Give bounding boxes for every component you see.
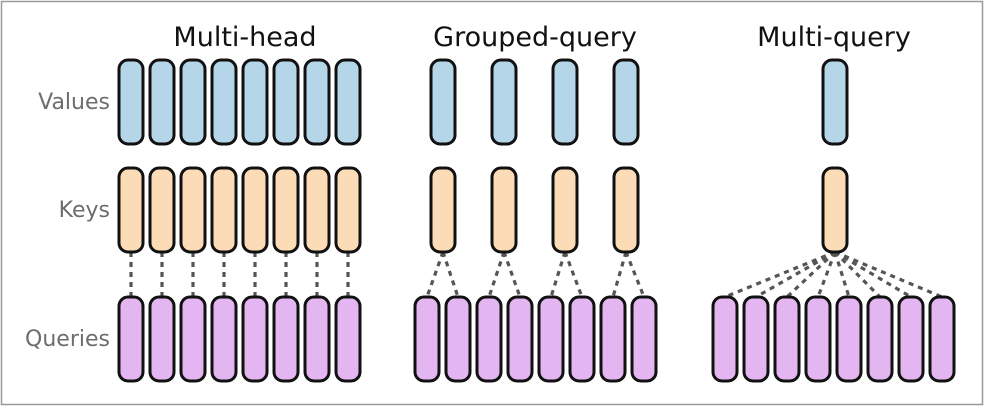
multi-head-key-head: [241, 166, 269, 254]
grouped-query-value-head: [429, 58, 457, 146]
grouped-query-key-head: [429, 166, 457, 254]
multi-head-value-head: [148, 58, 176, 146]
multi-head-key-head: [272, 166, 300, 254]
grouped-query-dashed-link: [549, 251, 567, 298]
multi-query-value-head: [821, 58, 849, 146]
grouped-query-query-head: [475, 295, 503, 383]
grouped-query-dashed-link: [563, 251, 584, 298]
multi-query-dashed-link: [816, 251, 837, 298]
grouped-query-query-head: [599, 295, 627, 383]
multi-query-query-head: [773, 295, 801, 383]
multi-head-key-head: [117, 166, 145, 254]
multi-head-key-head: [334, 166, 362, 254]
grouped-query-dashed-link: [624, 251, 646, 298]
multi-head-key-head: [210, 166, 238, 254]
multi-query-query-head: [742, 295, 770, 383]
multi-query-query-head: [928, 295, 956, 383]
multi-query-key-head: [821, 166, 849, 254]
multi-head-query-head: [148, 295, 176, 383]
multi-query-dashed-link: [833, 251, 851, 298]
multi-head-query-head: [117, 295, 145, 383]
grouped-query-query-head: [506, 295, 534, 383]
multi-head-query-head: [303, 295, 331, 383]
multi-query-query-head: [711, 295, 739, 383]
grouped-query-query-head: [444, 295, 472, 383]
grouped-query-key-head: [551, 166, 579, 254]
title-multi-head: Multi-head: [173, 22, 316, 53]
multi-head-value-head: [179, 58, 207, 146]
grouped-query-key-head: [612, 166, 640, 254]
multi-query-query-head: [804, 295, 832, 383]
grouped-query-dashed-link: [502, 251, 522, 298]
multi-head-value-head: [117, 58, 145, 146]
grouped-query-dashed-link: [441, 251, 460, 298]
grouped-query-dashed-link: [425, 251, 445, 298]
multi-head-value-head: [334, 58, 362, 146]
title-grouped-query: Grouped-query: [433, 22, 637, 53]
grouped-query-query-head: [568, 295, 596, 383]
multi-head-query-head: [241, 295, 269, 383]
multi-head-query-head: [210, 295, 238, 383]
grouped-query-query-head: [630, 295, 658, 383]
grouped-query-value-head: [490, 58, 518, 146]
multi-query-dashed-link: [833, 250, 882, 299]
multi-head-query-head: [334, 295, 362, 383]
title-multi-query: Multi-query: [757, 22, 911, 53]
multi-head-value-head: [241, 58, 269, 146]
multi-head-value-head: [272, 58, 300, 146]
dashed-links: [129, 250, 943, 299]
multi-head-value-head: [303, 58, 331, 146]
multi-head-value-head: [210, 58, 238, 146]
grouped-query-key-head: [490, 166, 518, 254]
row-label-queries: Queries: [25, 327, 110, 352]
grouped-query-value-head: [612, 58, 640, 146]
row-label-values: Values: [38, 90, 110, 115]
multi-query-dashed-link: [834, 250, 912, 299]
multi-head-key-head: [179, 166, 207, 254]
multi-query-dashed-link: [785, 250, 837, 299]
grouped-query-dashed-link: [611, 251, 628, 298]
grouped-query-dashed-link: [487, 251, 506, 298]
multi-head-query-head: [272, 295, 300, 383]
multi-head-query-head: [179, 295, 207, 383]
multi-query-query-head: [866, 295, 894, 383]
grouped-query-value-head: [551, 58, 579, 146]
multi-head-key-head: [303, 166, 331, 254]
multi-head-key-head: [148, 166, 176, 254]
grouped-query-query-head: [537, 295, 565, 383]
multi-query-query-head: [897, 295, 925, 383]
attention-heads: [117, 58, 956, 383]
grouped-query-query-head: [413, 295, 441, 383]
row-label-keys: Keys: [59, 198, 110, 223]
multi-query-query-head: [835, 295, 863, 383]
